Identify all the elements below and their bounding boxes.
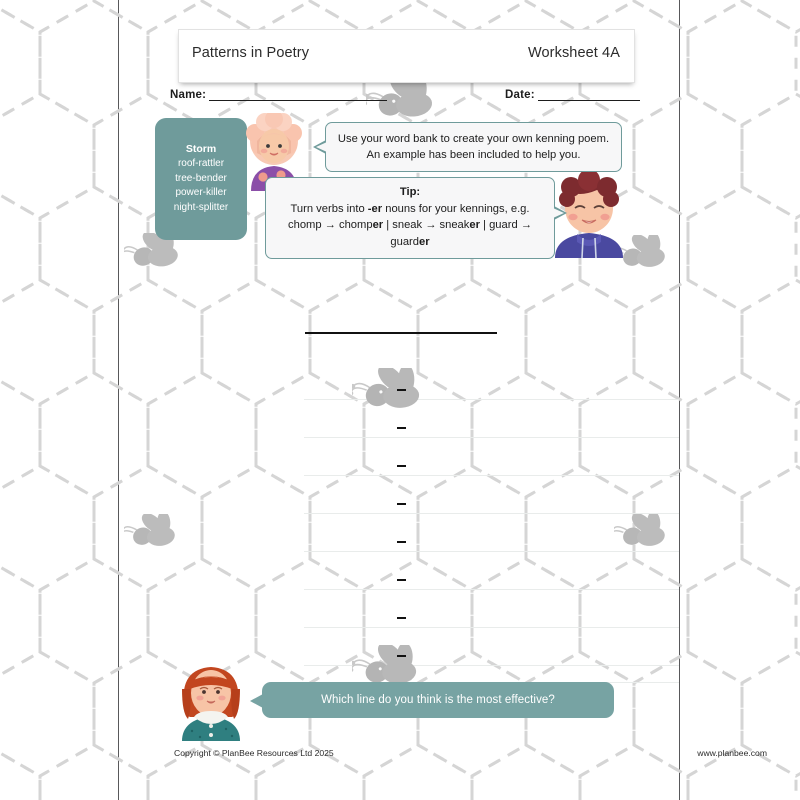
bee-icon xyxy=(124,233,178,267)
date-label: Date: xyxy=(505,89,535,101)
line-dash xyxy=(397,617,406,619)
line-dash xyxy=(397,541,406,543)
worksheet-label: Worksheet 4A xyxy=(527,45,620,61)
date-input-rule[interactable] xyxy=(537,89,640,101)
writing-line xyxy=(304,437,679,438)
word-bank-word: tree-bender xyxy=(175,172,227,184)
line-dash xyxy=(397,465,406,467)
line-dash xyxy=(397,579,406,581)
tip-line2-a: chomp → chomp xyxy=(288,219,373,231)
question-text: Which line do you think is the most effe… xyxy=(321,694,555,706)
bubble-tail xyxy=(250,694,263,708)
word-bank-title: Storm xyxy=(185,143,217,155)
name-label: Name: xyxy=(170,89,207,101)
writing-line xyxy=(304,589,679,590)
line-dash xyxy=(397,503,406,505)
question-bubble: Which line do you think is the most effe… xyxy=(250,682,614,718)
tip-line3-a: guard xyxy=(390,235,420,248)
poem-title-rule[interactable] xyxy=(305,332,497,334)
tip-line1-c: nouns for your kennings, e.g. xyxy=(382,202,530,215)
tip-line3-suffix: er xyxy=(419,235,430,248)
header-card: Patterns in Poetry Worksheet 4A xyxy=(178,29,635,83)
date-field[interactable]: Date: xyxy=(505,89,640,101)
tip-bubble: Tip: Turn verbs into -er nouns for your … xyxy=(265,177,567,259)
tip-line2-c: | sneak → sneak xyxy=(383,219,470,231)
tip-line1-suffix: -er xyxy=(367,202,383,215)
word-bank-word: night-splitter xyxy=(173,201,229,213)
name-field[interactable]: Name: xyxy=(170,89,388,101)
footer-website: www.planbee.com xyxy=(697,748,767,758)
bubble-tail-inner xyxy=(316,142,327,152)
tip-line2-e: | guard → xyxy=(479,219,532,231)
name-input-rule[interactable] xyxy=(209,89,388,101)
word-bank-word: roof-rattler xyxy=(177,158,225,169)
line-dash xyxy=(397,427,406,429)
word-bank-word: power-killer xyxy=(175,187,227,198)
writing-line xyxy=(304,627,679,628)
instruction-text: Use your word bank to create your own ke… xyxy=(337,133,610,161)
footer-copyright: Copyright © PlanBee Resources Ltd 2025 xyxy=(174,748,334,758)
bee-icon xyxy=(614,514,665,546)
line-dash xyxy=(397,389,406,391)
word-bank: Storm roof-rattler tree-bender power-kil… xyxy=(155,118,247,240)
avatar-girl-red-hair xyxy=(182,667,240,741)
writing-line xyxy=(304,475,679,476)
line-dash xyxy=(397,655,406,657)
tip-line2-suffix: er xyxy=(372,219,384,231)
tip-heading: Tip: xyxy=(399,186,421,198)
instruction-bubble: Use your word bank to create your own ke… xyxy=(313,122,622,172)
bee-icon xyxy=(124,514,175,546)
bubble-tail-inner xyxy=(553,208,564,218)
page-title: Patterns in Poetry xyxy=(192,45,310,61)
bee-icon xyxy=(352,368,420,408)
tip-line2-suffix2: er xyxy=(469,219,480,231)
tip-line1-a: Turn verbs into xyxy=(290,202,368,215)
